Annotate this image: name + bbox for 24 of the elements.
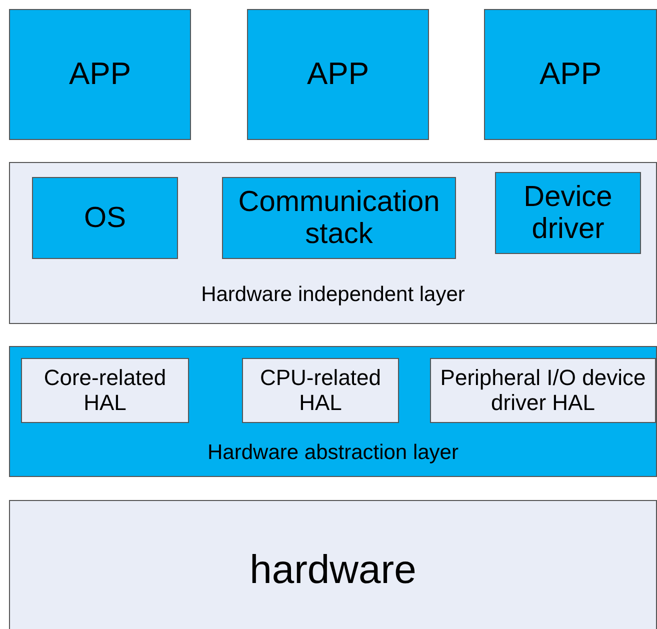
module-block <box>32 177 178 259</box>
layer-band <box>9 162 657 324</box>
layer-band <box>9 346 657 477</box>
block-label: APP <box>306 57 370 92</box>
block-label: Communication stack <box>237 186 441 250</box>
block-label: APP <box>68 57 132 92</box>
module-block <box>430 358 656 423</box>
block-label: CPU-related HAL <box>258 366 382 416</box>
app-block <box>9 9 191 140</box>
layer-label: Hardware abstraction layer <box>208 441 458 465</box>
module-block <box>21 358 189 423</box>
block-label: OS <box>84 202 126 234</box>
module-block <box>495 172 641 254</box>
hardware-block <box>9 500 657 629</box>
block-label: Core-related HAL <box>42 366 168 416</box>
block-label: Device driver <box>522 180 614 246</box>
module-block <box>222 177 456 259</box>
block-label: hardware <box>250 548 416 592</box>
layer-label: Hardware independent layer <box>201 283 465 307</box>
block-label: APP <box>539 57 602 92</box>
block-label: Peripheral I/O device driver HAL <box>439 366 647 416</box>
module-block <box>242 358 399 423</box>
app-block <box>484 9 657 140</box>
app-block <box>247 9 429 140</box>
